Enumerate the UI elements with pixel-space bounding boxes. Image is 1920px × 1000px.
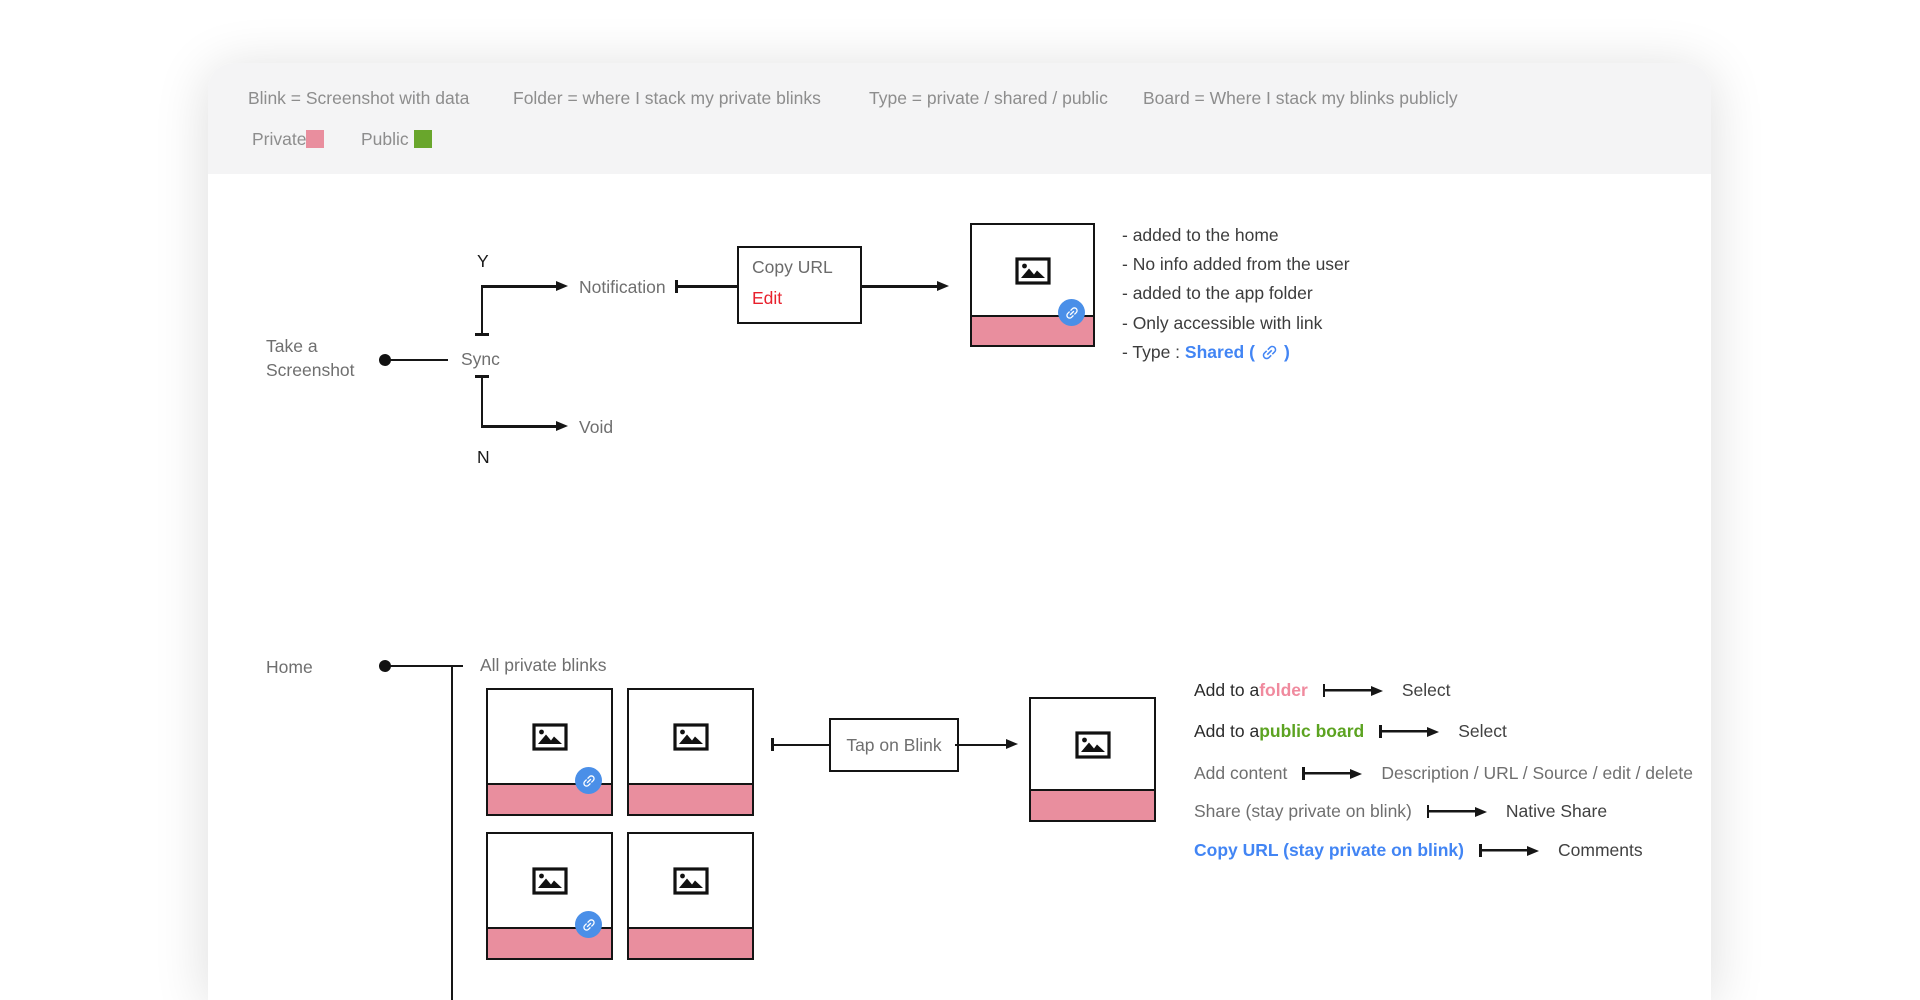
private-color-swatch	[306, 130, 324, 148]
arrowhead-icon	[937, 280, 949, 291]
legend-band: Blink = Screenshot with data Folder = wh…	[208, 63, 1711, 174]
connector-cap	[475, 333, 489, 336]
image-icon	[1014, 256, 1051, 285]
action-prefix: Add to a	[1194, 721, 1260, 741]
connector-line	[480, 285, 558, 288]
blink-card	[627, 832, 754, 960]
link-badge-icon	[1058, 299, 1085, 326]
arrowhead-icon	[1006, 739, 1018, 750]
connector-line	[390, 664, 463, 668]
group-label-all-private-blinks: All private blinks	[480, 655, 607, 675]
copy-url-edit-box: Copy URL Edit	[737, 246, 862, 324]
link-badge-icon	[575, 911, 602, 938]
action-target: Description / URL / Source / edit / dele…	[1381, 763, 1693, 783]
action-row-copy-url: Copy URL (stay private on blink) Comment…	[1194, 840, 1643, 861]
content-panel: Blink = Screenshot with data Folder = wh…	[208, 63, 1711, 1000]
connector-line	[955, 743, 1007, 746]
tap-on-blink-label: Tap on Blink	[846, 734, 942, 755]
blink-card	[486, 832, 613, 960]
copy-url-highlight: Copy URL (stay private on blink)	[1194, 840, 1464, 860]
legend-definition: Type = private / shared / public	[869, 88, 1108, 108]
private-strip	[629, 783, 752, 814]
copy-url-label: Copy URL	[752, 257, 833, 277]
tap-on-blink-box: Tap on Blink	[829, 718, 959, 772]
note-line: - added to the app folder	[1122, 283, 1313, 304]
type-shared-value: Shared ( )	[1185, 338, 1290, 367]
connector-line	[480, 378, 483, 427]
arrowhead-icon	[556, 420, 568, 431]
arrow-icon	[1379, 725, 1444, 738]
branch-no-label: N	[477, 447, 490, 467]
public-board-highlight: public board	[1259, 721, 1365, 741]
arrowhead-icon	[556, 280, 568, 291]
legend-definition: Board = Where I stack my blinks publicly	[1143, 88, 1458, 108]
note-line: - Only accessible with link	[1122, 312, 1323, 333]
action-row-add-to-board: Add to a public board Select	[1194, 721, 1507, 742]
action-target: Select	[1401, 680, 1451, 700]
type-prefix: - Type :	[1122, 341, 1181, 362]
start-node-label: Take a Screenshot	[266, 336, 355, 380]
blink-card-shared	[970, 223, 1095, 347]
private-strip	[1031, 789, 1154, 820]
arrow-icon	[1479, 844, 1543, 857]
connector-line	[675, 285, 737, 288]
action-prefix: Share (stay private on blink)	[1194, 801, 1412, 821]
branch-yes-label: Y	[477, 251, 489, 271]
arrow-icon	[1302, 767, 1367, 780]
action-row-share: Share (stay private on blink) Native Sha…	[1194, 801, 1607, 822]
blink-card	[627, 688, 754, 816]
shared-blink-notes: - added to the home - No info added from…	[1122, 221, 1350, 367]
connector-line	[771, 743, 829, 746]
decision-node-label: Sync	[461, 349, 500, 369]
action-target: Select	[1458, 721, 1507, 741]
legend-definition: Folder = where I stack my private blinks	[513, 88, 821, 108]
void-node-label: Void	[579, 417, 614, 437]
note-line: - No info added from the user	[1122, 254, 1350, 275]
legend-definition: Blink = Screenshot with data	[248, 88, 470, 108]
connector-line	[390, 358, 448, 362]
folder-highlight: folder	[1259, 680, 1308, 700]
action-target: Native Share	[1505, 801, 1608, 821]
notification-node-label: Notification	[579, 277, 666, 297]
private-strip	[629, 927, 752, 958]
connector-line-vertical	[450, 666, 453, 1000]
home-node-label: Home	[266, 657, 313, 677]
connector-line	[480, 425, 558, 428]
arrow-icon	[1322, 684, 1387, 697]
edit-label: Edit	[752, 288, 783, 308]
legend-public-label: Public	[361, 129, 409, 149]
link-icon	[1262, 345, 1277, 360]
flow-start-dot	[379, 660, 391, 672]
blink-card-opened	[1029, 697, 1156, 822]
link-badge-icon	[575, 767, 602, 794]
public-color-swatch	[414, 130, 432, 148]
connector-line	[480, 286, 483, 334]
flow-start-dot	[379, 354, 391, 366]
action-prefix: Add content	[1194, 763, 1288, 783]
legend-private-label: Private	[252, 129, 307, 149]
action-row-add-content: Add content Description / URL / Source /…	[1194, 763, 1693, 784]
action-target: Comments	[1558, 840, 1643, 860]
action-row-add-to-folder: Add to a folder Select	[1194, 680, 1450, 701]
note-line-type: - Type : Shared ( )	[1122, 338, 1350, 367]
connector-cap	[475, 375, 489, 378]
action-prefix: Add to a	[1194, 680, 1260, 700]
connector-line	[860, 285, 938, 288]
note-line: - added to the home	[1122, 225, 1279, 245]
blink-card	[486, 688, 613, 816]
arrow-icon	[1426, 805, 1491, 818]
